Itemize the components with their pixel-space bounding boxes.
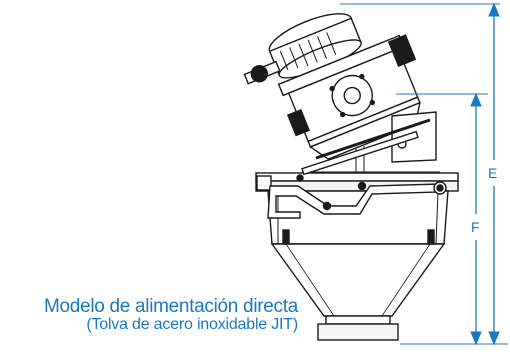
dim-f-arrow-bottom [470, 331, 482, 346]
caption-subtitle: (Tolva de acero inoxidable JIT) [86, 316, 298, 333]
dimension-lines [340, 2, 508, 346]
dim-e-arrow-bottom [488, 331, 500, 346]
caption-title: Modelo de alimentación directa [44, 296, 298, 317]
dim-e-arrow-top [488, 2, 500, 17]
dim-f-label: F [471, 219, 480, 235]
discharge-valve [301, 111, 440, 176]
outlet-collar [325, 315, 391, 325]
dim-e-label: E [488, 165, 497, 181]
dim-f-arrow-top [470, 92, 482, 107]
hopper-cone [270, 243, 446, 317]
linkage-arm [267, 174, 447, 219]
hopper-rim [255, 172, 459, 182]
outlet-flange [317, 323, 399, 341]
vacuum-receiver [243, 13, 421, 160]
